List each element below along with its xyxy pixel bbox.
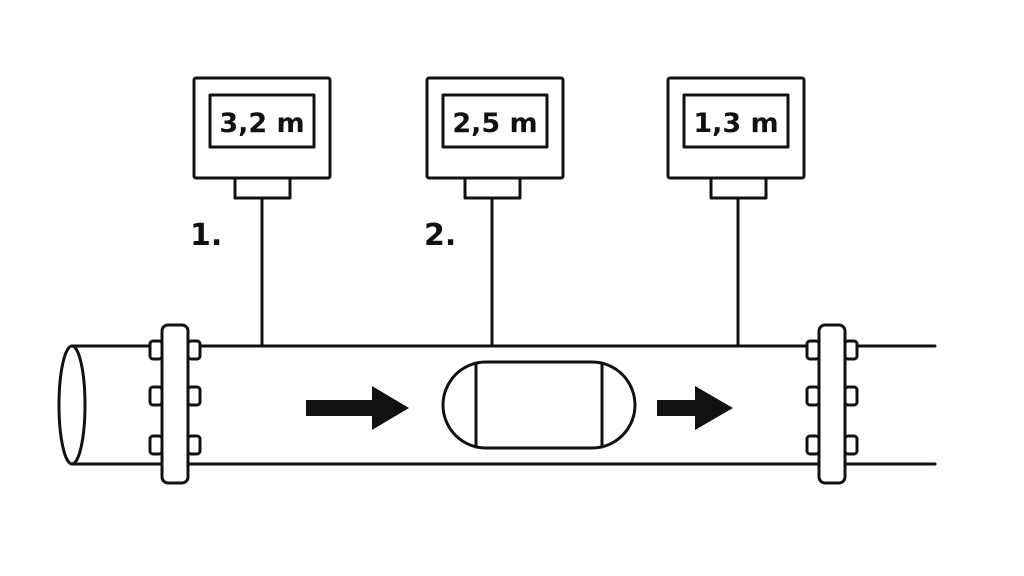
pipe-left-opening — [57, 344, 87, 466]
flange-bolt — [805, 385, 859, 407]
gauge-3: 1,3 m — [666, 76, 806, 348]
flange-bolt — [148, 434, 202, 456]
gauge-2-screen — [441, 93, 549, 149]
flange-bolt — [148, 339, 202, 361]
flow-arrow-right — [657, 386, 733, 430]
gauge-3-screen — [682, 93, 790, 149]
flange-bolt — [148, 385, 202, 407]
gauge-2-reading: 2,5 m — [452, 108, 537, 139]
gauge-1-reading: 3,2 m — [219, 108, 304, 139]
gauge-2-label: 2. — [424, 218, 456, 253]
flow-arrow-left — [306, 386, 409, 430]
gauge-1-screen — [208, 93, 316, 149]
pipeline-pig — [441, 360, 637, 450]
gauge-3-mount — [709, 176, 768, 200]
right-flange — [805, 323, 859, 485]
gauge-1-mount — [233, 176, 292, 200]
flange-bolt — [805, 434, 859, 456]
gauge-2: 2,5 m 2. — [424, 76, 565, 348]
pipe — [57, 344, 937, 466]
gauge-3-reading: 1,3 m — [693, 108, 778, 139]
gauge-2-mount — [463, 176, 522, 200]
gauge-1: 3,2 m 1. — [190, 76, 332, 348]
left-flange — [148, 323, 202, 485]
flange-bolt — [805, 339, 859, 361]
gauge-1-label: 1. — [190, 218, 222, 253]
